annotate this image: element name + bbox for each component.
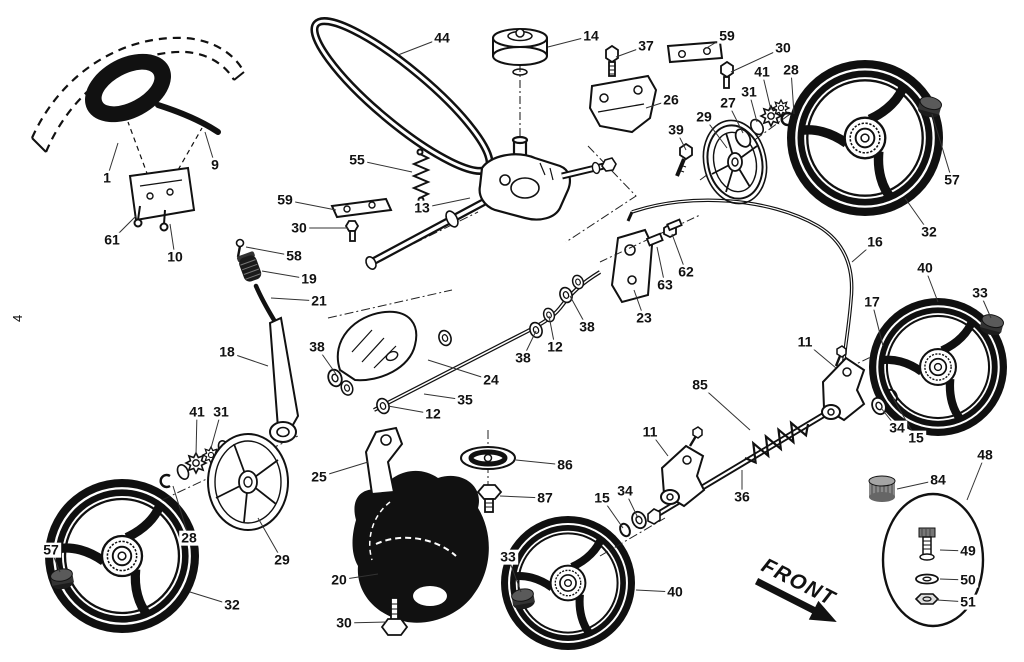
axle-tube — [365, 198, 486, 270]
callout-leader-line — [423, 393, 466, 401]
spring-85 — [744, 420, 810, 465]
callout-leader-line — [569, 295, 588, 328]
screw-30-top — [720, 60, 734, 89]
callout-leader-line — [204, 131, 216, 166]
callout-leader-line — [226, 351, 269, 367]
callout-leader-line — [257, 517, 283, 561]
callout-leader-line — [522, 330, 537, 359]
callout-leader-line — [931, 113, 953, 181]
drive-belt — [310, 17, 494, 175]
pulley-29-bottom — [207, 433, 289, 531]
callout-leader-line — [939, 549, 969, 552]
callout-leader-line — [316, 346, 337, 375]
callout-leader-line — [761, 71, 772, 111]
axle-washers-bottom — [619, 508, 650, 538]
callout-leader-line — [656, 246, 666, 286]
screw-30-left — [344, 220, 360, 242]
callout-leader-line — [851, 241, 876, 263]
callout-leader-line — [169, 223, 176, 258]
bolt-87 — [476, 484, 503, 513]
sprocket-cluster-top-right — [734, 99, 792, 148]
callout-leader-line — [515, 459, 566, 466]
valve-stem-49 — [918, 527, 936, 561]
idler-pulley-86 — [460, 446, 516, 470]
belt-cover-24 — [327, 289, 453, 382]
callout-leader-line — [284, 199, 337, 211]
callout-leader-line — [624, 490, 639, 519]
valve-nut-51 — [914, 593, 940, 605]
front-direction-indicator: FRONT — [754, 554, 840, 623]
axle-axis-line — [599, 517, 666, 557]
valve-kit-circle-48 — [881, 492, 985, 628]
callout-leader-line — [499, 495, 546, 499]
callout-leader-line — [111, 215, 137, 241]
wheel-32-bottom-left — [45, 479, 199, 633]
callout-leader-line — [671, 233, 687, 273]
wheel-40-bottom-middle — [501, 516, 635, 650]
support-bracket-59-top — [666, 40, 724, 64]
axle-bolts-62-63 — [599, 214, 701, 263]
axle-bracket-11-right — [821, 345, 866, 422]
callout-leader-line — [635, 589, 676, 593]
callout-leader-line — [427, 359, 492, 381]
support-bracket-59-left — [330, 197, 393, 219]
callout-leader-line — [547, 35, 592, 48]
callout-leader-line — [939, 578, 969, 581]
wheel-32-top-right — [787, 60, 943, 216]
callout-leader-line — [387, 405, 434, 415]
callout-leader-line — [356, 159, 413, 173]
callout-leader-line — [790, 69, 795, 115]
drive-rod-16 — [626, 198, 854, 371]
screw-58 — [235, 238, 245, 258]
rear-housing-20 — [352, 470, 489, 623]
callout-leader-line — [318, 461, 369, 478]
housing-bracket-25 — [364, 426, 404, 496]
gearbox-housing — [478, 135, 571, 221]
callout-leader-line — [924, 267, 939, 303]
callout-leader-line — [106, 142, 119, 179]
handle-bracket-screws — [133, 205, 169, 232]
callout-leader-line — [936, 599, 969, 603]
handle-grip — [85, 53, 221, 135]
callout-leader-line — [421, 197, 471, 209]
callout-leader-line — [343, 621, 387, 624]
engine-pulley — [492, 28, 548, 138]
callout-leader-line — [748, 91, 758, 123]
grease-cap-84 — [868, 475, 896, 502]
callout-leader-line — [615, 45, 647, 58]
callout-leader-line — [189, 591, 233, 606]
front-arrow-icon — [754, 578, 837, 623]
valve-washer-50 — [915, 573, 939, 585]
page-number: 4 — [10, 315, 25, 322]
callout-leader-line — [172, 485, 190, 539]
control-knob-19 — [236, 251, 262, 282]
callout-leader-line — [896, 479, 939, 490]
callout-leader-line — [270, 297, 320, 302]
handle-bracket — [128, 166, 196, 232]
callout-leader-line — [261, 270, 310, 280]
spring-55 — [411, 148, 431, 204]
gearbox-output-shaft — [561, 157, 617, 180]
callout-leader-line — [195, 411, 198, 456]
engine-bracket-26 — [588, 74, 658, 134]
callout-leader-line — [804, 341, 837, 369]
hex-bolt-37 — [605, 44, 619, 77]
callout-leader-line — [730, 47, 784, 73]
pivot-bracket-23 — [610, 228, 654, 304]
callout-leader-line — [601, 497, 624, 529]
axle-bracket-11-left — [660, 426, 706, 508]
bolt-39 — [675, 142, 693, 177]
handle-assembly — [30, 36, 245, 177]
bolt-30-bottom — [380, 597, 409, 636]
callout-leader-line — [397, 37, 443, 56]
drive-lever-18 — [268, 316, 300, 443]
callout-leader-line — [904, 197, 930, 233]
callout-leader-line — [966, 454, 986, 501]
control-rod-21 — [253, 283, 277, 323]
callout-leader-line — [699, 384, 751, 431]
callout-leader-line — [649, 431, 669, 457]
